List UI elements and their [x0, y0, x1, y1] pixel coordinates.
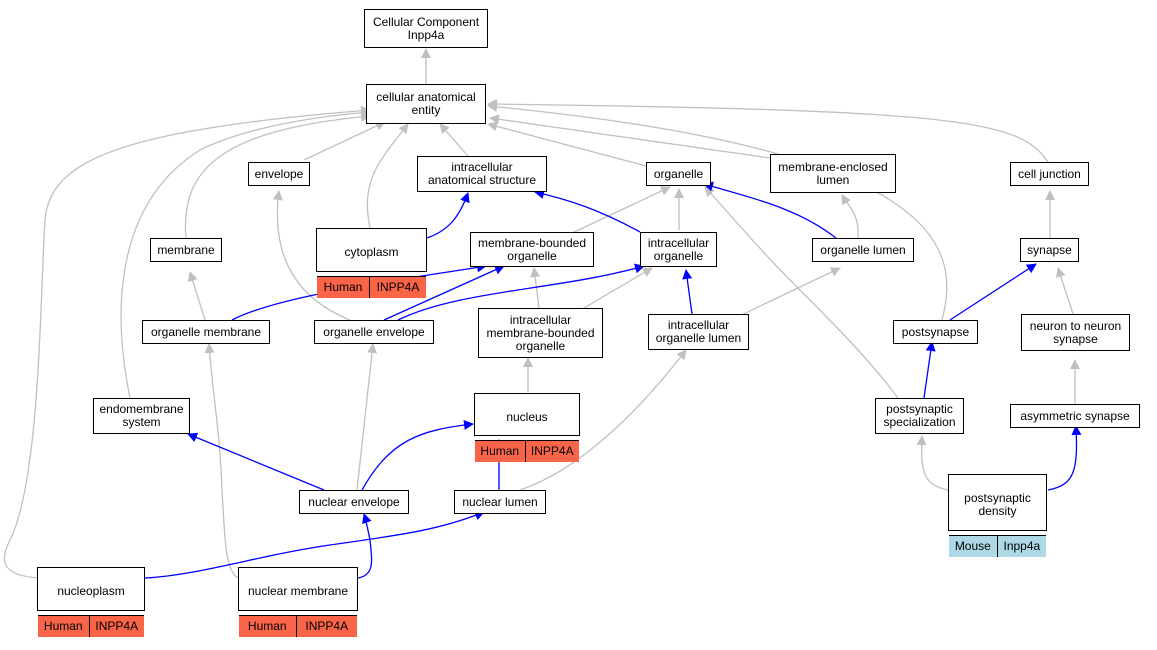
node-postsynaptic-specialization[interactable]: postsynaptic specialization	[875, 398, 964, 434]
gene-cell: INPP4A	[524, 441, 579, 462]
edge-ne-oe	[356, 343, 377, 491]
edge-ol-organelle	[703, 181, 837, 239]
edge-cytoplasm-cae	[366, 123, 409, 229]
edge-nm-om	[204, 343, 239, 579]
node-organelle-lumen[interactable]: organelle lumen	[812, 238, 914, 262]
edge-membrane-cae	[184, 111, 371, 239]
edge-nl-iol	[519, 349, 687, 491]
node-organelle-membrane[interactable]: organelle membrane	[142, 320, 270, 344]
edge-envelope-cae	[303, 121, 386, 161]
node-postsynapse[interactable]: postsynapse	[893, 320, 978, 344]
edge-io-ias	[534, 189, 641, 233]
node-intracellular-anatomical-structure[interactable]: intracellular anatomical structure	[417, 156, 547, 192]
edge-psd-pss	[916, 435, 949, 491]
edge-imbo-mbo	[530, 267, 541, 309]
edge-psd-asym	[1047, 425, 1082, 491]
node-membrane-bounded-organelle[interactable]: membrane-bounded organelle	[470, 232, 594, 267]
edge-oe-envelope	[272, 190, 351, 321]
edge-celljunction-cae	[487, 99, 1049, 163]
edge-n2n-synapse	[1056, 267, 1074, 315]
node-asymmetric-synapse[interactable]: asymmetric synapse	[1010, 404, 1140, 428]
node-cell-junction[interactable]: cell junction	[1010, 162, 1089, 186]
node-organelle[interactable]: organelle	[646, 162, 711, 186]
node-cellular-anatomical-entity[interactable]: cellular anatomical entity	[366, 84, 486, 124]
species-cell: Human	[475, 441, 525, 462]
node-intracellular-organelle[interactable]: intracellular organelle	[640, 232, 717, 267]
node-nuclear-envelope[interactable]: nuclear envelope	[299, 490, 409, 514]
gene-cell: INPP4A	[295, 616, 357, 637]
edge-ol-mel	[841, 194, 859, 239]
node-intracellular-membrane-bounded-organelle[interactable]: intracellular membrane-bounded organelle	[478, 308, 603, 358]
node-membrane[interactable]: membrane	[150, 238, 222, 262]
edge-endo-cae	[120, 107, 371, 399]
edge-nucleoplasm-nl	[144, 510, 485, 579]
node-intracellular-organelle-lumen[interactable]: intracellular organelle lumen	[648, 314, 749, 350]
edge-oe-io	[397, 263, 645, 321]
edge-pss-organelle	[704, 186, 899, 399]
edge-iol-io	[682, 269, 693, 315]
edge-om-membrane	[187, 271, 206, 321]
edge-ne-endo	[187, 432, 325, 491]
edge-ias-cae	[439, 123, 469, 157]
edge-ne-nucleus	[361, 420, 474, 491]
node-nuclear-lumen[interactable]: nuclear lumen	[454, 490, 546, 514]
edge-postsynapse-cae	[487, 101, 948, 321]
edge-cytoplasm-ias	[426, 192, 470, 239]
edge-mel-cae	[489, 114, 771, 159]
species-cell: Human	[317, 277, 369, 298]
edge-nm-ne	[357, 513, 373, 579]
node-endomembrane-system[interactable]: endomembrane system	[93, 398, 190, 434]
species-cell: Human	[38, 616, 89, 637]
edge-organelle-cae	[487, 121, 647, 167]
edge-pss-postsynapse	[923, 341, 936, 399]
edge-iol-ol	[734, 267, 841, 319]
gene-cell: INPP4A	[369, 277, 426, 298]
gene-cell: INPP4A	[88, 616, 144, 637]
node-cellular-component[interactable]: Cellular Component Inpp4a	[364, 9, 488, 48]
node-neuron-to-neuron-synapse[interactable]: neuron to neuron synapse	[1021, 314, 1130, 351]
edge-nucleoplasm-cae	[3, 105, 371, 579]
node-membrane-enclosed-lumen[interactable]: membrane-enclosed lumen	[770, 154, 896, 193]
node-synapse[interactable]: synapse	[1020, 238, 1079, 262]
species-cell: Mouse	[949, 536, 997, 557]
edge-postsynapse-synapse	[949, 263, 1037, 321]
edge-mbo-organelle	[569, 186, 671, 235]
edge-imbo-io	[583, 267, 653, 309]
node-organelle-envelope[interactable]: organelle envelope	[314, 320, 434, 344]
go-graph-edges	[3, 48, 1082, 579]
node-envelope[interactable]: envelope	[248, 162, 310, 186]
gene-cell: Inpp4a	[996, 536, 1047, 557]
species-cell: Human	[239, 616, 296, 637]
edge-oe-mbo	[383, 265, 505, 321]
